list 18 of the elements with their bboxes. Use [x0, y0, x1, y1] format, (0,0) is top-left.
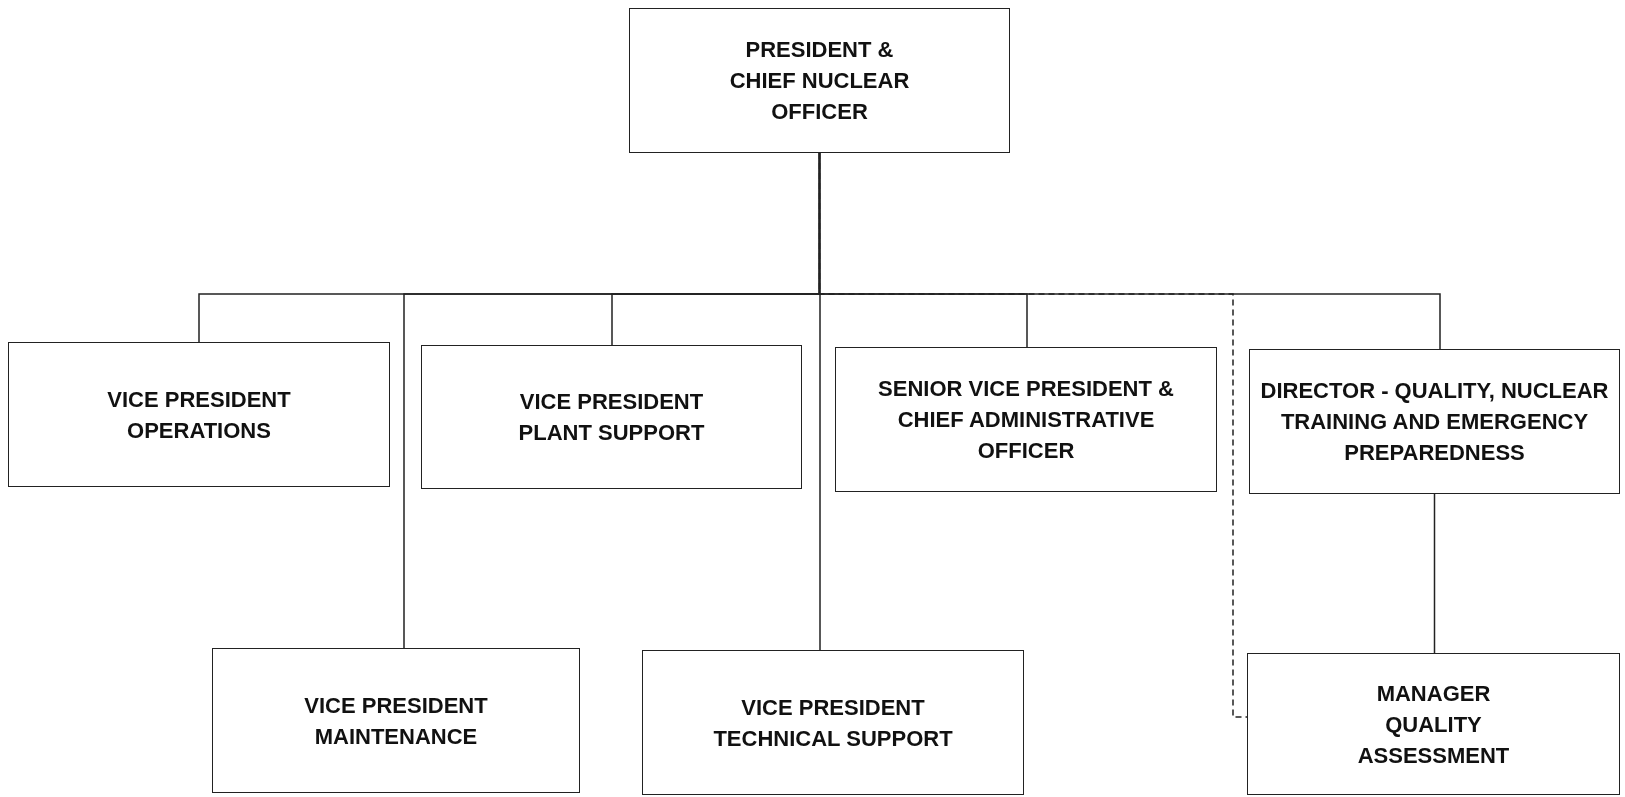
org-box	[835, 347, 1217, 492]
position-title: VICE PRESIDENT PLANT SUPPORT	[517, 388, 706, 447]
position-title: MANAGER QUALITY ASSESSMENT	[1356, 679, 1511, 770]
position-title: PRESIDENT & CHIEF NUCLEAR OFFICER	[728, 36, 911, 126]
org-box	[1247, 653, 1620, 795]
org-box	[212, 648, 580, 793]
org-box	[421, 345, 802, 489]
org-box	[8, 342, 390, 487]
position-title: DIRECTOR - QUALITY, NUCLEAR TRAINING AND EMERGENCY PREPAREDNESS	[1259, 377, 1610, 467]
position-title: VICE PRESIDENT OPERATIONS	[106, 385, 292, 445]
position-title: VICE PRESIDENT MAINTENANCE	[303, 691, 489, 751]
org-box	[629, 8, 1010, 153]
connector-line	[818, 152, 1441, 350]
position-title: SENIOR VICE PRESIDENT & CHIEF ADMINISTRATIVE OFFICER	[877, 375, 1175, 465]
position-title: VICE PRESIDENT TECHNICAL SUPPORT	[712, 693, 954, 753]
connector-line	[1433, 493, 1436, 654]
org-box	[1249, 349, 1620, 494]
org-box	[642, 650, 1024, 795]
